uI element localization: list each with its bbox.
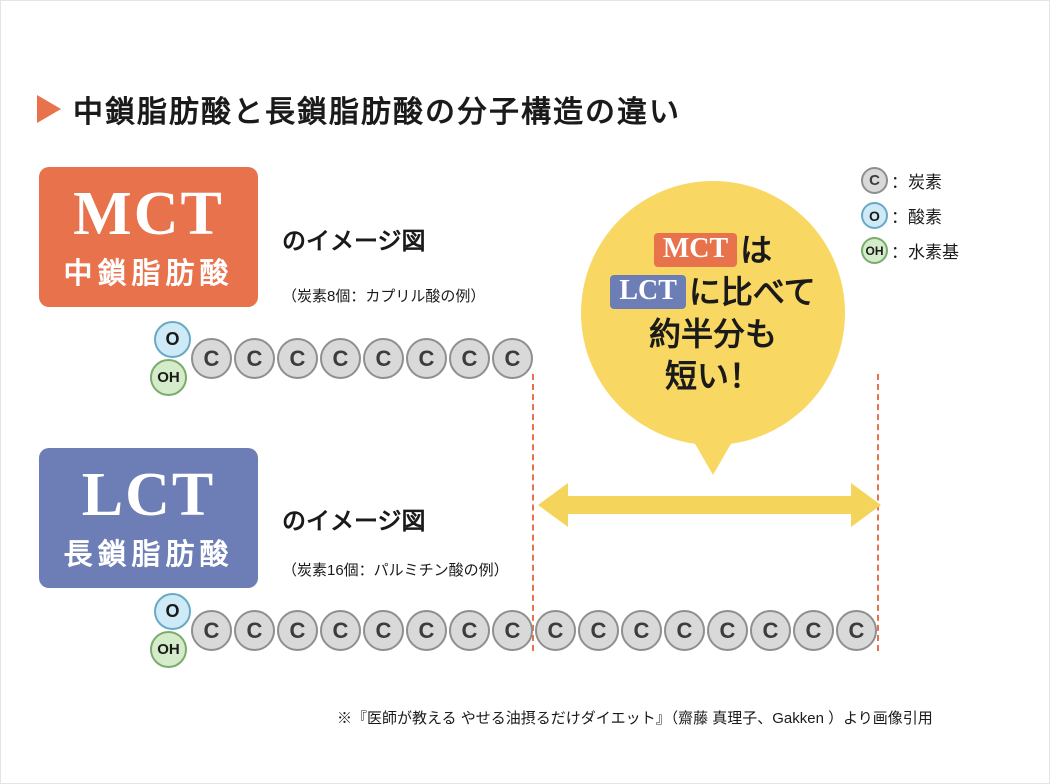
- carbon-atom: C: [277, 338, 318, 379]
- carbon-atom: C: [363, 610, 404, 651]
- title-arrow-icon: [37, 95, 61, 123]
- mct-name: 中鎖脂肪酸: [63, 257, 234, 290]
- carbon-atom: C: [320, 338, 361, 379]
- mct-badge: MCT: [653, 232, 738, 268]
- carbon-atom: C: [406, 610, 447, 651]
- lct-abbr: LCT: [81, 460, 216, 529]
- citation-text: ※『医師が教える やせる油摂るだけダイエット』（齋藤 真理子、Gakken ）よ…: [337, 710, 933, 727]
- carbon-atom: C: [277, 610, 318, 651]
- lct-name: 長鎖脂肪酸: [63, 538, 234, 571]
- carbon-atom: C: [449, 338, 490, 379]
- carbon-atom: C: [492, 338, 533, 379]
- lct-note: （炭素16個：パルミチン酸の例）: [282, 562, 509, 579]
- carbon-atom: C: [836, 610, 877, 651]
- carbon-atom: C: [234, 338, 275, 379]
- hydroxyl-atom: OH: [150, 359, 187, 396]
- arrow-right-head-icon: [851, 483, 881, 527]
- page-title-row: 中鎖脂肪酸と長鎖脂肪酸の分子構造の違い: [37, 87, 681, 131]
- lct-badge: LCT: [610, 274, 686, 310]
- carbon-legend-icon: C: [861, 167, 888, 194]
- legend-row-carbon: C ：炭素: [861, 167, 959, 194]
- carbon-atom: C: [191, 338, 232, 379]
- mct-caption: のイメージ図: [282, 228, 426, 255]
- carbon-atom: C: [191, 610, 232, 651]
- page-title: 中鎖脂肪酸と長鎖脂肪酸の分子構造の違い: [73, 96, 681, 129]
- carbon-atom: C: [449, 610, 490, 651]
- carbon-atom: C: [535, 610, 576, 651]
- bubble-line-1: MCT は: [653, 230, 773, 270]
- legend-label-hydroxyl: ：水素基: [891, 243, 959, 262]
- legend: C ：炭素 O ：酸素 OH ：水素基: [861, 167, 959, 264]
- hydroxyl-legend-icon: OH: [861, 237, 888, 264]
- speech-bubble: MCT は LCT に比べて 約半分も 短い！: [581, 181, 845, 445]
- arrow-left-head-icon: [538, 483, 568, 527]
- carbon-atom: C: [363, 338, 404, 379]
- carbon-atom: C: [234, 610, 275, 651]
- oxygen-legend-icon: O: [861, 202, 888, 229]
- legend-row-hydroxyl: OH ：水素基: [861, 237, 959, 264]
- carbon-atom: C: [406, 338, 447, 379]
- carbon-atom: C: [578, 610, 619, 651]
- carbon-atom: C: [621, 610, 662, 651]
- lct-card: LCT 長鎖脂肪酸: [39, 448, 258, 588]
- carbon-atom: C: [793, 610, 834, 651]
- legend-label-oxygen: ：酸素: [891, 208, 942, 227]
- lct-caption: のイメージ図: [282, 508, 426, 535]
- bubble-line-4: 短い！: [664, 358, 761, 394]
- carbon-atom: C: [320, 610, 361, 651]
- oxygen-atom: O: [154, 321, 191, 358]
- carbon-atom: C: [707, 610, 748, 651]
- arrow-shaft: [564, 496, 855, 514]
- legend-row-oxygen: O ：酸素: [861, 202, 959, 229]
- carbon-atom: C: [750, 610, 791, 651]
- bubble-line-3: 約半分も: [648, 316, 777, 352]
- carbon-atom: C: [664, 610, 705, 651]
- legend-label-carbon: ：炭素: [891, 173, 942, 192]
- mct-card: MCT 中鎖脂肪酸: [39, 167, 258, 307]
- bubble-text-1: は: [740, 232, 773, 268]
- hydroxyl-atom: OH: [150, 631, 187, 668]
- bubble-text-2: に比べて: [688, 274, 816, 310]
- oxygen-atom: O: [154, 593, 191, 630]
- mct-abbr: MCT: [73, 179, 224, 248]
- left-dashed-guide: [532, 374, 534, 651]
- length-comparison-arrow: [538, 483, 881, 527]
- bubble-line-2: LCT に比べて: [610, 272, 816, 312]
- carbon-atom: C: [492, 610, 533, 651]
- mct-note: （炭素8個：カプリル酸の例）: [282, 288, 486, 305]
